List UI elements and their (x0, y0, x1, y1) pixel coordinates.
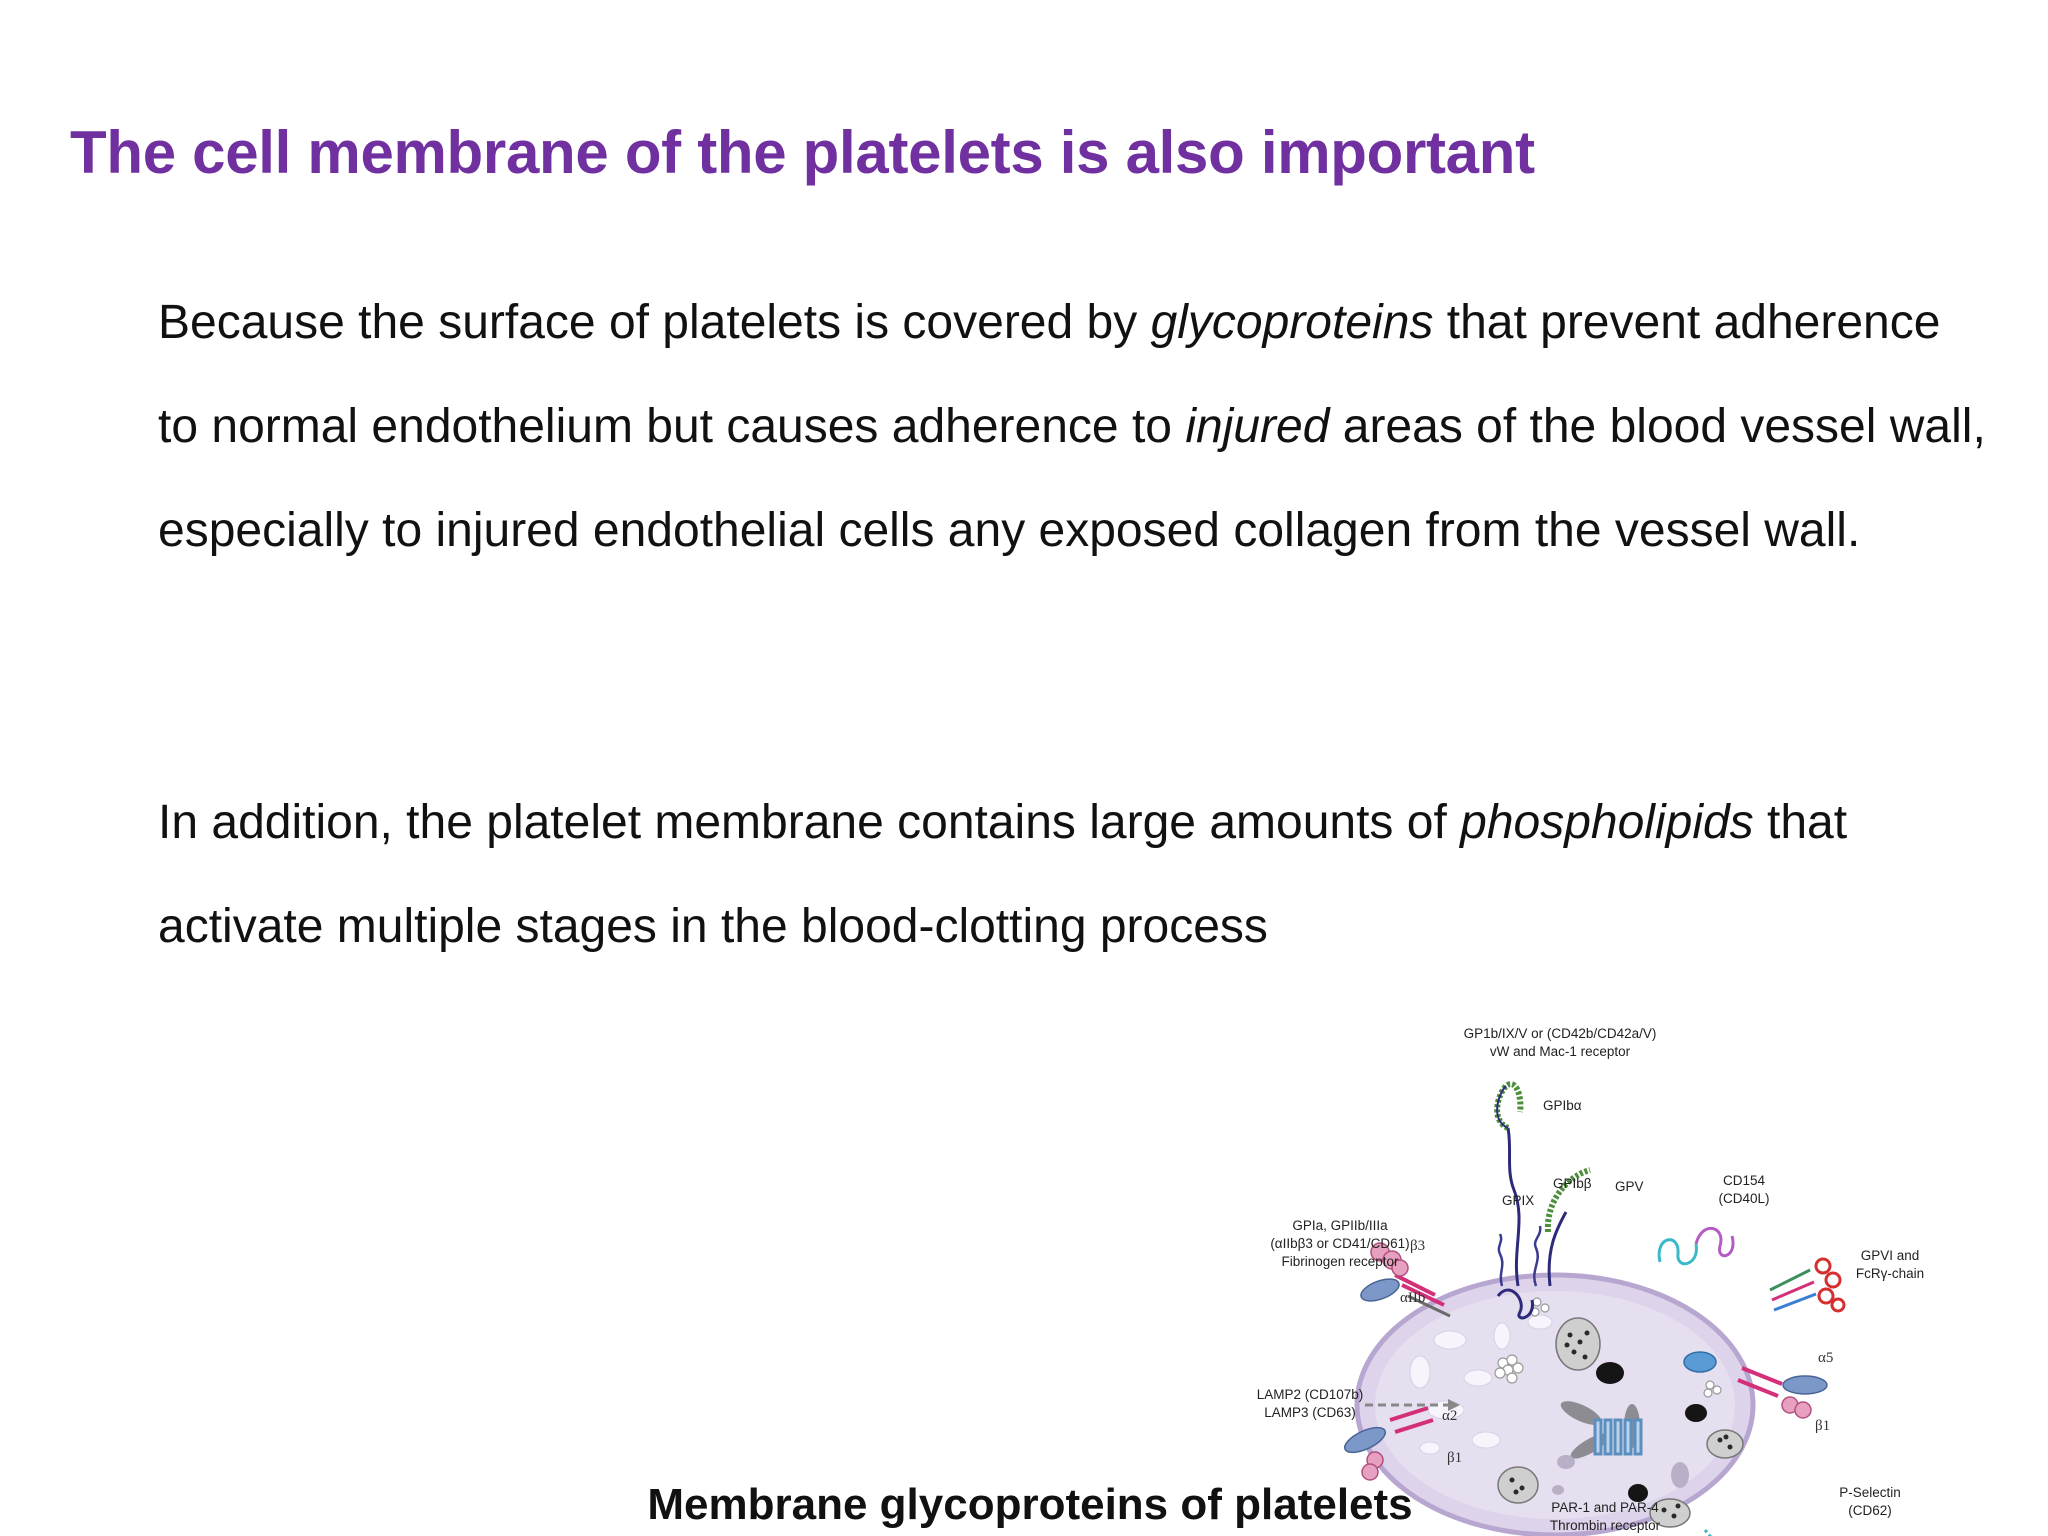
italic-term-glycoproteins: glycoproteins (1150, 296, 1434, 349)
label-gpv: GPV (1615, 1179, 1644, 1194)
paragraph-text: that prevent adherence to normal endothe… (158, 296, 1941, 453)
gpvi-fcr-receptor (1769, 1257, 1846, 1313)
label-cd154-line2: (CD40L) (1718, 1191, 1769, 1206)
label-gpix: GPIX (1502, 1193, 1534, 1208)
label-gpvi-line1: GPVI and (1861, 1248, 1920, 1263)
paragraph-glycoproteins: Because the surface of platelets is cove… (158, 271, 1988, 583)
gpiib-iiia-integrin (1360, 1242, 1451, 1318)
cd154-receptor (1657, 1226, 1735, 1266)
figure-caption: Membrane glycoproteins of platelets (647, 1480, 1413, 1529)
label-alpha5: α5 (1818, 1350, 1833, 1366)
dense-granules-group (1596, 1362, 1707, 1502)
label-pselectin-line1: P-Selectin (1839, 1485, 1901, 1500)
label-gp1b-line2: vW and Mac-1 receptor (1490, 1044, 1631, 1059)
gpib-alpha-receptor (1494, 1081, 1524, 1287)
label-alpha2b: αIIb (1400, 1290, 1425, 1306)
blue-organelle (1683, 1351, 1717, 1373)
lamp-vesicle-clusters (1494, 1297, 1722, 1398)
italic-term-injured: injured (1185, 400, 1330, 453)
label-beta3: β3 (1410, 1238, 1425, 1254)
paragraph-text: that activate multiple stages in the blo… (158, 796, 1848, 953)
label-cd154-line1: CD154 (1723, 1173, 1766, 1188)
alpha2-beta1-integrin (1343, 1406, 1434, 1481)
par-receptor (1593, 1418, 1643, 1456)
label-pselectin-line2: (CD62) (1848, 1503, 1892, 1518)
vesicles-group (1409, 1314, 1553, 1455)
platelet-diagram-svg: GP1b/IX/V or (CD42b/CD42a/V) vW and Mac-… (1257, 1026, 1924, 1536)
label-gpvi-line2: FcRγ-chain (1856, 1266, 1924, 1281)
label-beta1-right: β1 (1815, 1418, 1830, 1434)
label-gpia-line1: GPIa, GPIIb/IIIa (1292, 1218, 1388, 1233)
label-par-line2: Thrombin receptor (1550, 1518, 1661, 1533)
platelet-cytoplasm (1375, 1291, 1735, 1519)
label-alpha2: α2 (1442, 1408, 1457, 1424)
label-beta1-left: β1 (1447, 1450, 1462, 1466)
label-gpibb: GPIbβ (1553, 1176, 1592, 1191)
alpha-granules (1497, 1317, 1744, 1528)
label-gpiba: GPIbα (1543, 1098, 1582, 1113)
paragraph-text: areas of the blood vessel wall, especial… (158, 400, 1986, 557)
gpv-receptor (1544, 1167, 1591, 1287)
italic-term-phospholipids: phospholipids (1460, 796, 1754, 849)
transmembrane-loops (1496, 1288, 1534, 1320)
label-lamp-line2: LAMP3 (CD63) (1264, 1405, 1356, 1420)
lamp-arrowhead (1448, 1399, 1460, 1411)
alpha5-beta1-integrin (1737, 1366, 1828, 1419)
label-gp1b-line1: GP1b/IX/V or (CD42b/CD42a/V) (1464, 1026, 1657, 1041)
p-selectin-receptor (1703, 1529, 1712, 1536)
slide-title: The cell membrane of the platelets is al… (70, 119, 1535, 186)
label-gpia-line2: (αIIbβ3 or CD41/CD61) (1270, 1236, 1409, 1251)
paragraph-phospholipids: In addition, the platelet membrane conta… (158, 771, 1988, 979)
gpib-beta-gpix-receptors (1497, 1225, 1542, 1287)
platelet-membrane-diagram: GP1b/IX/V or (CD42b/CD42a/V) vW and Mac-… (1250, 1000, 1970, 1536)
label-par-line1: PAR-1 and PAR-4 (1551, 1500, 1659, 1515)
label-lamp-line1: LAMP2 (CD107b) (1257, 1387, 1364, 1402)
paragraph-text: Because the surface of platelets is cove… (158, 296, 1151, 349)
label-gpia-line3: Fibrinogen receptor (1281, 1254, 1399, 1269)
paragraph-text: In addition, the platelet membrane conta… (158, 796, 1461, 849)
